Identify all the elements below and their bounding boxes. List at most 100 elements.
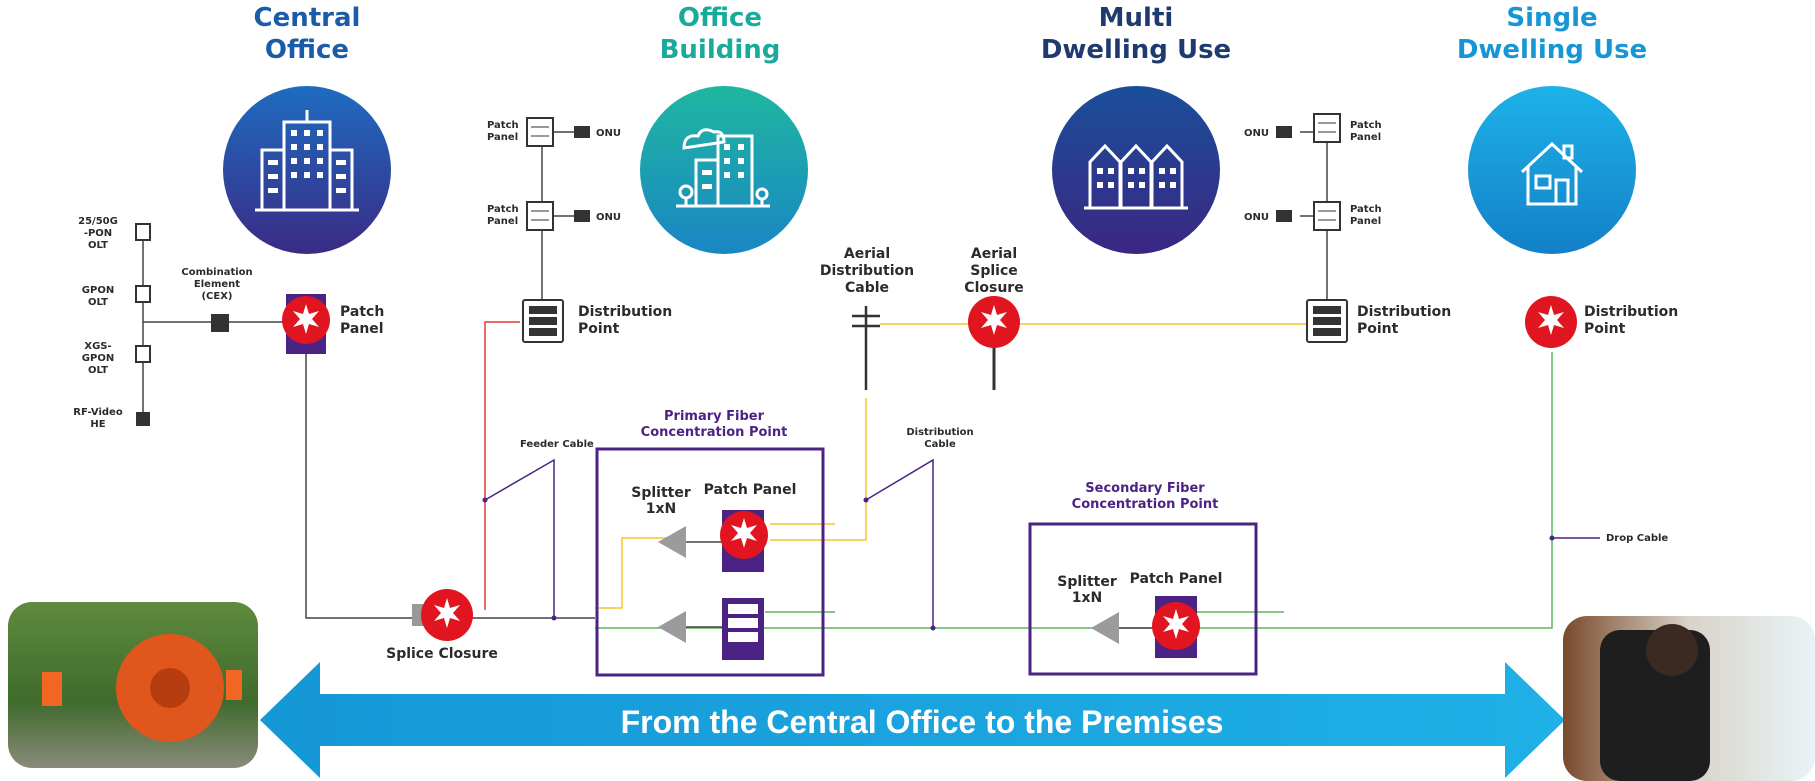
olt-rack (135, 223, 300, 426)
olt-port-1 (135, 223, 151, 241)
cex-label-line3: (CEX) (201, 291, 232, 302)
olt-3-label-line3: OLT (88, 365, 108, 376)
central-patch-panel (282, 294, 330, 354)
secondary-fcp-box (1028, 522, 1258, 676)
olt-port-3 (135, 345, 151, 363)
office-distribution-label-line1: Distribution (578, 304, 672, 320)
banner-arrow (260, 662, 1565, 778)
banner-text: From the Central Office to the Premises (621, 704, 1224, 740)
mdu-patch-panel-top (1276, 113, 1341, 143)
office-onu-label-2: ONU (596, 212, 621, 223)
splice-closure (412, 589, 473, 641)
primary-splitter-label-line1: Splitter (631, 485, 691, 501)
olt-1-label-line1: 25/50G (78, 216, 118, 227)
cables (305, 128, 1600, 629)
drop-cable-label: Drop Cable (1606, 533, 1668, 544)
mdu-distribution-point (1306, 299, 1348, 343)
aerial-cable-label-line1: Aerial (844, 246, 890, 262)
aerial-splice-closure (968, 296, 1020, 390)
distribution-end-dot (930, 625, 936, 631)
secondary-patch-panel-label: Patch Panel (1130, 571, 1223, 587)
olt-2-label-line2: OLT (88, 297, 108, 308)
drop-junction-dot (1549, 535, 1555, 541)
cex-label-line2: Element (194, 279, 240, 290)
distribution-cable-label-line2: Cable (924, 439, 956, 450)
sdu-distribution-point (1525, 296, 1577, 348)
primary-splitter-1-icon (658, 526, 686, 558)
olt-4-label-line1: RF-Video (73, 407, 123, 418)
mdu-distribution-label-line2: Point (1357, 321, 1399, 337)
mdu-patch-label-2-line2: Panel (1350, 216, 1381, 227)
olt-1-label-line3: OLT (88, 240, 108, 251)
primary-splitter-2-icon (658, 611, 686, 643)
multi-dwelling-icon (1052, 86, 1220, 254)
aerial-cable-label-line2: Distribution (820, 263, 914, 279)
primary-fcp-title-line2: Concentration Point (641, 425, 788, 440)
zone-title-central-line1: Central (254, 3, 361, 33)
office-distribution-label-line2: Point (578, 321, 620, 337)
cex-label-line1: Combination (181, 267, 252, 278)
aerial-closure-label-line1: Aerial (971, 246, 1017, 262)
office-distribution-point (522, 299, 564, 343)
zone-title-sdu-line2: Dwelling Use (1457, 35, 1647, 65)
sdu-distribution-label-line1: Distribution (1584, 304, 1678, 320)
distribution-cable-label-line1: Distribution (906, 427, 973, 438)
zone-title-sdu-line1: Single (1506, 3, 1597, 33)
zone-title-central-line2: Office (265, 35, 349, 65)
field-crew-photo (8, 602, 258, 768)
feeder-end-dot (551, 615, 557, 621)
olt-port-2 (135, 285, 151, 303)
central-office-building-icon (223, 86, 391, 254)
primary-splitter-label-line2: 1xN (646, 501, 677, 517)
primary-patch-rack (722, 598, 764, 660)
mdu-onu-label-2: ONU (1244, 212, 1269, 223)
zone-title-office-line1: Office (678, 3, 762, 33)
cex-box (211, 314, 229, 332)
olt-3-label-line1: XGS- (84, 341, 111, 352)
office-patch-panel-bottom (526, 201, 590, 231)
secondary-fcp-title-line2: Concentration Point (1072, 497, 1219, 512)
primary-fcp-title-line1: Primary Fiber (664, 409, 765, 424)
zone-title-office-line2: Building (660, 35, 781, 65)
mdu-patch-panel-bottom (1276, 201, 1341, 231)
aerial-pole (852, 306, 880, 390)
olt-3-label-line2: GPON (82, 353, 114, 364)
rf-video-port (136, 412, 150, 426)
zone-title-mdu-line2: Dwelling Use (1041, 35, 1231, 65)
secondary-splitter-label-line1: Splitter (1057, 574, 1117, 590)
secondary-splitter-label-line2: 1xN (1072, 590, 1103, 606)
office-patch-panel-top (526, 117, 590, 147)
secondary-splitter-icon (1091, 612, 1119, 644)
mdu-patch-label-1-line1: Patch (1350, 120, 1382, 131)
mdu-distribution-label-line1: Distribution (1357, 304, 1451, 320)
primary-patch-panel-label: Patch Panel (704, 482, 797, 498)
aerial-cable-label-line3: Cable (845, 280, 889, 296)
single-dwelling-house-icon (1468, 86, 1636, 254)
sdu-distribution-label-line2: Point (1584, 321, 1626, 337)
olt-2-label-line1: GPON (82, 285, 114, 296)
technician-photo (1563, 616, 1815, 781)
primary-patch-panel (720, 510, 768, 572)
office-building-icon (640, 86, 808, 254)
office-onu-label-1: ONU (596, 128, 621, 139)
central-patch-panel-label-line2: Panel (340, 321, 384, 337)
secondary-fcp-title-line1: Secondary Fiber (1085, 481, 1205, 496)
central-patch-panel-label-line1: Patch (340, 304, 384, 320)
primary-fcp-box (595, 447, 825, 677)
feeder-cable-label: Feeder Cable (520, 439, 594, 450)
mdu-patch-label-1-line2: Panel (1350, 132, 1381, 143)
olt-4-label-line2: HE (90, 419, 105, 430)
secondary-patch-panel (1152, 596, 1200, 658)
office-patch-label-1-line2: Panel (487, 132, 518, 143)
office-patch-label-1-line1: Patch (487, 120, 519, 131)
aerial-closure-label-line2: Splice (970, 263, 1018, 279)
mdu-patch-label-2-line1: Patch (1350, 204, 1382, 215)
splice-closure-label: Splice Closure (386, 646, 498, 662)
office-patch-label-2-line2: Panel (487, 216, 518, 227)
mdu-onu-label-1: ONU (1244, 128, 1269, 139)
office-patch-label-2-line1: Patch (487, 204, 519, 215)
zone-title-mdu-line1: Multi (1099, 3, 1174, 33)
olt-1-label-line2: -PON (84, 228, 112, 239)
